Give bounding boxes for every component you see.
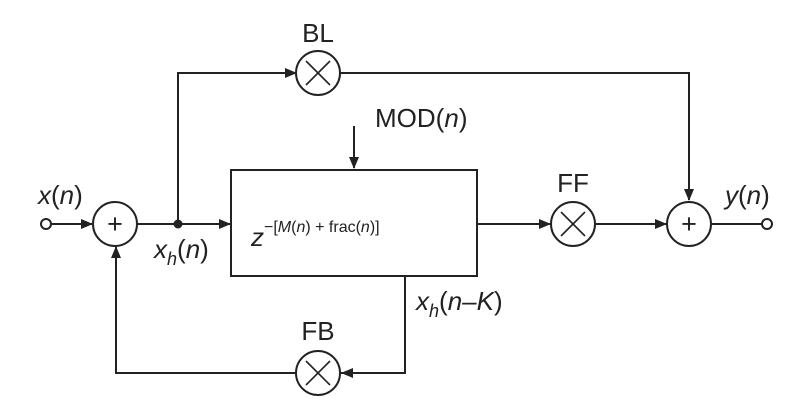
delay-exp-n1: n [296,219,305,236]
delay-base-z: z [250,222,264,252]
input-close-paren: ) [74,180,83,210]
output-arg: n [747,180,761,210]
input-summer: + [92,201,138,247]
xh-delayed-signal-label: xh(n–K) [414,286,503,321]
input-summer-ring [92,201,138,247]
delay-exp-suffix: )] [370,219,380,236]
output-summer-plus-icon: + [681,209,697,239]
arrowheads [81,68,694,378]
mod-label: MOD(n) [375,103,467,133]
ff-multiply-icon-b [560,211,586,237]
arrow-into-bl [285,68,297,78]
arrow-into-output-summer-left [655,219,667,229]
delay-exp-m: M [278,219,292,236]
fb-multiply-icon-b [305,360,331,386]
fb-multiplier [295,350,341,396]
arrow-into-input-summer-bottom [111,246,121,258]
xhk-minus: – [462,286,477,316]
input-fn: x [36,180,52,210]
wire-feedback-return [115,247,296,374]
arrow-into-fb [341,368,353,378]
arrow-into-delay [219,219,231,229]
arrow-mod-into-delay [349,157,359,169]
input-terminal-icon [40,218,52,230]
output-terminal-icon [761,218,773,230]
mod-open-paren: ( [436,103,445,133]
bl-multiplier [295,50,341,96]
wire-blend-path-over [340,72,690,200]
xh-fn: x [152,234,168,264]
mod-arg: n [444,103,458,133]
input-arg: n [60,180,74,210]
delay-exp-open-paren: ( [291,219,297,236]
ff-label: FF [557,168,589,198]
delay-exp-mid: ) + frac( [305,219,361,236]
xhk-arg-k: K [477,286,496,316]
output-close-paren: ) [761,180,770,210]
branch-junction-icon [173,219,183,229]
bl-multiply-icon-b [305,60,331,86]
mod-name: MOD [375,103,436,133]
xhk-close-paren: ) [494,286,503,316]
mod-close-paren: ) [459,103,468,133]
input-signal-label: x(n) [36,180,83,210]
arrow-into-ff [539,219,551,229]
wire-blend-path-up [177,72,296,224]
input-open-paren: ( [51,180,60,210]
ff-multiplier [550,201,596,247]
input-summer-plus-icon: + [107,209,123,239]
xh-signal-label: xh(n) [152,234,209,269]
xh-sub: h [167,249,177,269]
xhk-sub: h [429,301,439,321]
delay-exp-n2: n [361,219,370,236]
xh-arg: n [186,234,200,264]
signal-wires [52,72,762,374]
delay-block: z−[M(n) + frac(n)] [230,169,478,277]
output-summer: + [666,201,712,247]
xhk-open-paren: ( [439,286,448,316]
wire-delay-tap-down [340,276,406,374]
output-signal-label: y(n) [723,180,770,210]
fb-label: FB [301,316,334,346]
xhk-fn: x [414,286,430,316]
xh-open-paren: ( [177,234,186,264]
output-fn: y [723,180,740,210]
output-open-paren: ( [738,180,747,210]
arrow-into-output-summer-top [684,189,694,201]
delay-transfer-function: z−[M(n) + frac(n)] [250,219,380,252]
delay-block-frame [230,169,478,277]
xh-close-paren: ) [200,234,209,264]
output-summer-ring [666,201,712,247]
arrow-into-input-summer [81,219,93,229]
bl-label: BL [302,18,334,48]
xhk-arg-n: n [448,286,462,316]
delay-exp-prefix: −[ [264,219,278,236]
